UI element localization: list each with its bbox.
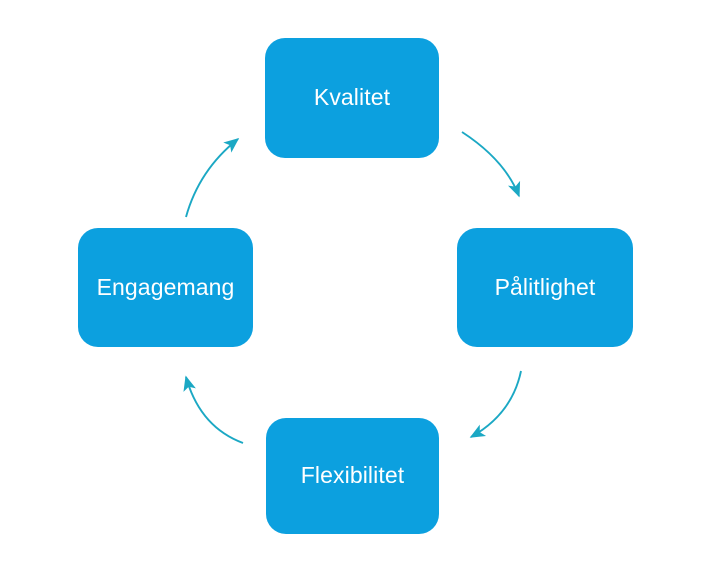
node-kvalitet[interactable]: Kvalitet (265, 38, 439, 158)
node-engagemang[interactable]: Engagemang (78, 228, 253, 347)
node-engagemang-label: Engagemang (96, 273, 235, 300)
node-kvalitet-label: Kvalitet (313, 84, 391, 111)
arrow-kvalitet-to-palitlighet (461, 131, 521, 198)
arrow-engagemang-to-kvalitet (185, 138, 240, 218)
arrow-flexibilitet-to-engagemang (183, 375, 244, 444)
node-flexibilitet[interactable]: Flexibilitet (266, 418, 439, 534)
node-palitlighet[interactable]: Pålitlighet (457, 228, 633, 347)
node-flexibilitet-label: Flexibilitet (300, 462, 405, 489)
arrow-palitlighet-to-flexibilitet (469, 370, 522, 438)
node-palitlighet-label: Pålitlighet (494, 273, 596, 300)
